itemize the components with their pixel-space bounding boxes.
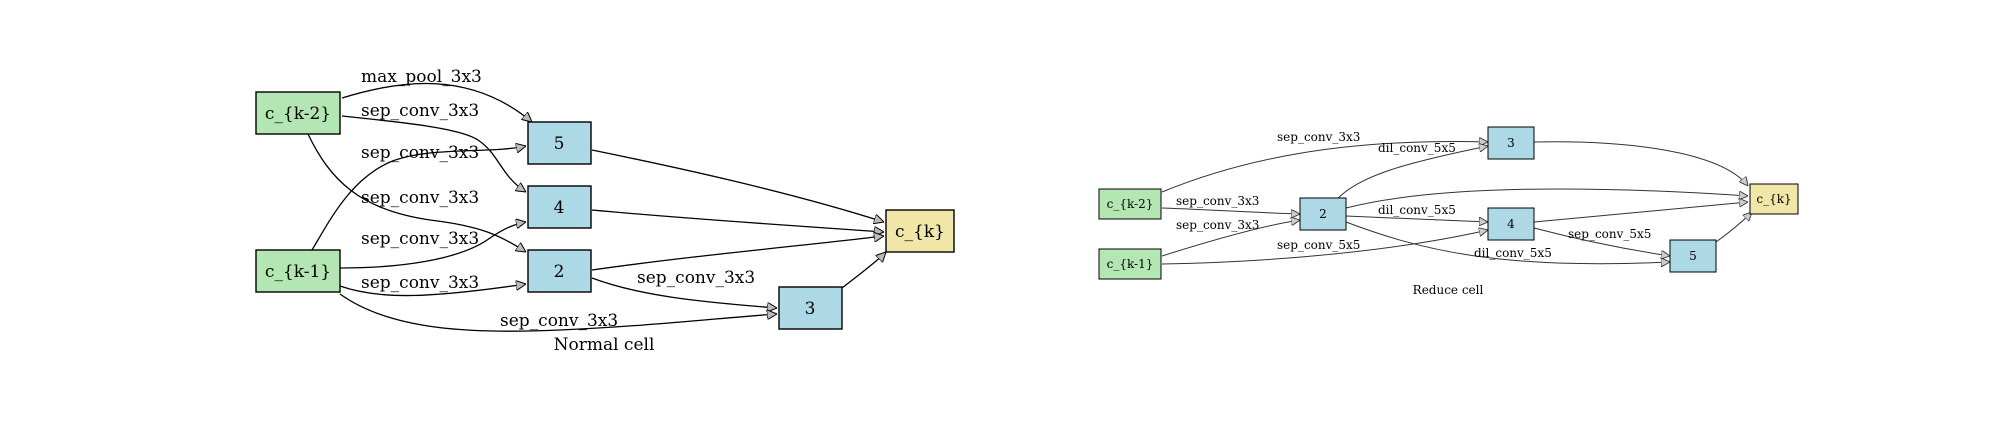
reduce-node-3: 3 <box>1487 126 1535 160</box>
reduce-cell-caption: Reduce cell <box>1413 283 1484 297</box>
edge-3-to-ck <box>841 252 886 289</box>
edge-label-r-4-to-5: sep_conv_5x5 <box>1568 227 1651 241</box>
normal-node-ck: c_{k} <box>885 209 955 253</box>
edge-r-ck1-to-4 <box>1161 230 1488 265</box>
reduce-node-2-label: 2 <box>1319 207 1327 221</box>
edge-label-ck1-to-5: sep_conv_3x3 <box>361 143 479 163</box>
edge-ck2-to-4 <box>341 115 526 192</box>
edge-label-r-ck2-to-2: sep_conv_3x3 <box>1176 194 1259 208</box>
normal-node-4: 4 <box>527 185 592 229</box>
normal-node-4-label: 4 <box>554 198 565 218</box>
normal-node-ck2: c_{k-2} <box>255 91 341 135</box>
edge-r-4-to-ck <box>1533 202 1748 223</box>
edge-label-ck2-to-4: sep_conv_3x3 <box>361 101 479 121</box>
normal-node-ck2-box <box>255 91 341 135</box>
normal-node-ck-label: c_{k} <box>895 222 945 242</box>
edge-r-2-to-4 <box>1345 215 1488 222</box>
normal-node-3-box <box>778 286 843 330</box>
edge-r-ck2-to-2 <box>1161 207 1300 214</box>
edge-label-r-ck1-to-4: sep_conv_5x5 <box>1277 238 1360 252</box>
normal-cell: max_pool_3x3 sep_conv_3x3 sep_conv_3x3 s… <box>255 67 955 355</box>
edge-label-2-to-3: sep_conv_3x3 <box>637 268 755 288</box>
reduce-cell: sep_conv_3x3 dil_conv_5x5 sep_conv_3x3 s… <box>1098 126 1799 297</box>
normal-node-3: 3 <box>778 286 843 330</box>
edge-ck2-to-5 <box>341 82 532 122</box>
reduce-node-ck2: c_{k-2} <box>1098 188 1162 220</box>
reduce-node-ck1: c_{k-1} <box>1098 248 1162 280</box>
edge-4-to-ck <box>591 209 884 232</box>
normal-node-5-label: 5 <box>554 134 565 154</box>
reduce-node-ck2-label: c_{k-2} <box>1107 197 1154 211</box>
normal-node-5: 5 <box>527 121 592 165</box>
edge-ck1-to-4 <box>339 222 526 269</box>
normal-node-2-box <box>527 249 592 293</box>
edge-r-ck2-to-3 <box>1161 142 1488 193</box>
reduce-node-3-box <box>1487 126 1535 160</box>
normal-cell-edges <box>307 82 886 332</box>
reduce-node-5-box <box>1669 239 1717 273</box>
normal-node-ck-box <box>885 209 955 253</box>
reduce-node-ck-label: c_{k} <box>1756 192 1791 206</box>
edge-r-2-to-3 <box>1335 146 1488 201</box>
reduce-cell-edges <box>1161 141 1752 265</box>
edge-label-ck1-to-3: sep_conv_3x3 <box>500 311 618 331</box>
edge-label-ck2-to-2: sep_conv_3x3 <box>361 188 479 208</box>
edge-ck2-to-2 <box>307 133 526 252</box>
edge-ck1-to-5 <box>311 146 526 251</box>
normal-node-2-label: 2 <box>554 262 565 282</box>
normal-node-ck2-label: c_{k-2} <box>265 104 331 124</box>
reduce-node-4-label: 4 <box>1507 217 1515 231</box>
reduce-node-ck-box <box>1749 183 1799 215</box>
reduce-node-5-label: 5 <box>1689 249 1697 263</box>
reduce-node-3-label: 3 <box>1507 136 1515 150</box>
edge-r-2-to-ck <box>1345 188 1748 209</box>
normal-node-ck1-label: c_{k-1} <box>265 262 331 282</box>
normal-node-2: 2 <box>527 249 592 293</box>
edge-r-ck1-to-2 <box>1161 220 1300 257</box>
normal-cell-caption: Normal cell <box>554 335 655 355</box>
edge-5-to-ck <box>591 149 884 222</box>
reduce-node-4-box <box>1487 207 1535 241</box>
reduce-node-ck1-box <box>1098 248 1162 280</box>
normal-node-5-box <box>527 121 592 165</box>
edge-r-2-to-5 <box>1345 221 1670 264</box>
normal-node-4-box <box>527 185 592 229</box>
edge-label-r-ck2-to-3: sep_conv_3x3 <box>1277 130 1360 144</box>
reduce-node-ck1-label: c_{k-1} <box>1107 257 1154 271</box>
normal-node-ck1: c_{k-1} <box>255 249 341 293</box>
reduce-cell-edge-labels: sep_conv_3x3 dil_conv_5x5 sep_conv_3x3 s… <box>1176 130 1651 260</box>
edge-label-r-2-to-3: dil_conv_5x5 <box>1378 141 1456 155</box>
edge-ck1-to-2 <box>339 284 526 297</box>
reduce-node-4: 4 <box>1487 207 1535 241</box>
reduce-node-ck: c_{k} <box>1749 183 1799 215</box>
edge-2-to-3 <box>591 277 777 308</box>
edge-label-ck2-to-5: max_pool_3x3 <box>361 67 482 87</box>
edge-label-r-2-to-4: dil_conv_5x5 <box>1378 203 1456 217</box>
reduce-node-2: 2 <box>1299 197 1347 231</box>
edge-r-5-to-ck <box>1715 212 1752 243</box>
edge-label-r-2-to-5: dil_conv_5x5 <box>1474 246 1552 260</box>
edge-r-4-to-5 <box>1533 227 1670 256</box>
edge-ck1-to-3 <box>339 293 777 332</box>
edge-label-ck1-to-4: sep_conv_3x3 <box>361 229 479 249</box>
normal-node-ck1-box <box>255 249 341 293</box>
normal-node-3-label: 3 <box>805 299 816 319</box>
edge-r-3-to-ck <box>1533 141 1748 186</box>
edge-2-to-ck <box>591 236 884 271</box>
reduce-node-2-box <box>1299 197 1347 231</box>
reduce-node-ck2-box <box>1098 188 1162 220</box>
edge-label-ck1-to-2: sep_conv_3x3 <box>361 273 479 293</box>
reduce-node-5: 5 <box>1669 239 1717 273</box>
edge-label-r-ck1-to-2: sep_conv_3x3 <box>1176 218 1259 232</box>
normal-cell-edge-labels: max_pool_3x3 sep_conv_3x3 sep_conv_3x3 s… <box>361 67 755 331</box>
